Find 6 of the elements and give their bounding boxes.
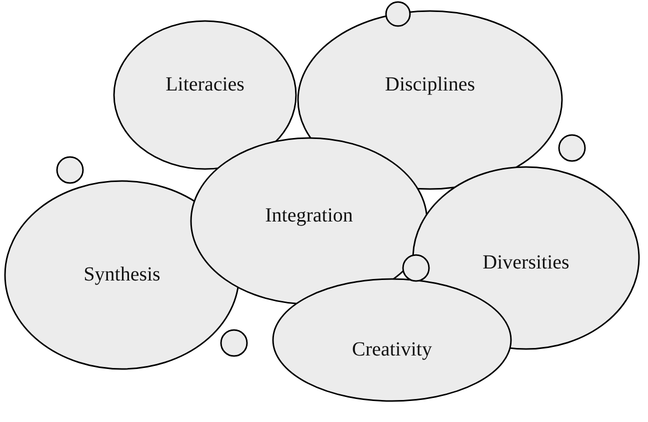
concept-label: Synthesis [84, 264, 160, 286]
concept-label: Integration [265, 204, 353, 228]
concept-label: Literacies [166, 74, 244, 96]
concept-label: Disciplines [385, 74, 475, 96]
concept-label: Diversities [482, 252, 570, 274]
concept-label: Creativity [352, 338, 432, 362]
